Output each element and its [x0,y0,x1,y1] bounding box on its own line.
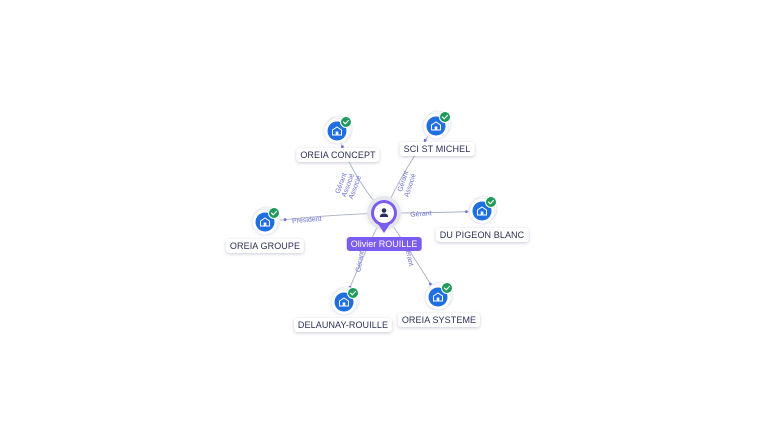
company-node-oreia-groupe[interactable] [248,205,282,239]
pin-pointer [378,224,390,233]
verified-check-icon [485,196,497,208]
company-name-oreia-concept[interactable]: OREIA CONCEPT [296,148,380,162]
relation-label: Gérant [410,210,432,218]
verified-check-icon [347,287,359,299]
verified-check-icon [439,111,451,123]
company-badge [428,287,448,307]
person-name[interactable]: Olivier ROUILLE [346,237,422,251]
company-badge [472,201,492,221]
company-icon [339,297,349,307]
company-icon [260,217,270,227]
company-name-oreia-systeme[interactable]: OREIA SYSTEME [397,313,481,327]
relation-arrow [283,218,287,222]
company-badge [327,121,347,141]
company-badge [255,212,275,232]
company-icon [433,292,443,302]
company-node-delaunay-rouille[interactable] [327,285,361,319]
company-icon [477,206,487,216]
company-badge [334,292,354,312]
relation-label: Président [292,216,322,226]
verified-check-icon [340,116,352,128]
relation-label: Gérant [355,251,366,273]
person-icon [379,208,389,217]
verified-check-icon [268,207,280,219]
company-badge [426,116,446,136]
company-name-sci-st-michel[interactable]: SCI ST MICHEL [399,142,475,156]
person-node[interactable] [362,191,406,235]
company-name-oreia-groupe[interactable]: OREIA GROUPE [225,239,305,253]
company-name-du-pigeon-blanc[interactable]: DU PIGEON BLANC [435,228,529,242]
relation-label: Gérant [403,244,414,266]
company-node-oreia-concept[interactable] [320,114,354,148]
verified-check-icon [441,282,453,294]
person-inner [374,203,394,223]
company-name-delaunay-rouille[interactable]: DELAUNAY-ROUILLE [293,318,393,332]
company-icon [332,126,342,136]
company-node-oreia-systeme[interactable] [421,280,455,314]
company-icon [431,121,441,131]
company-node-sci-st-michel[interactable] [419,109,453,143]
company-node-du-pigeon-blanc[interactable] [465,194,499,228]
